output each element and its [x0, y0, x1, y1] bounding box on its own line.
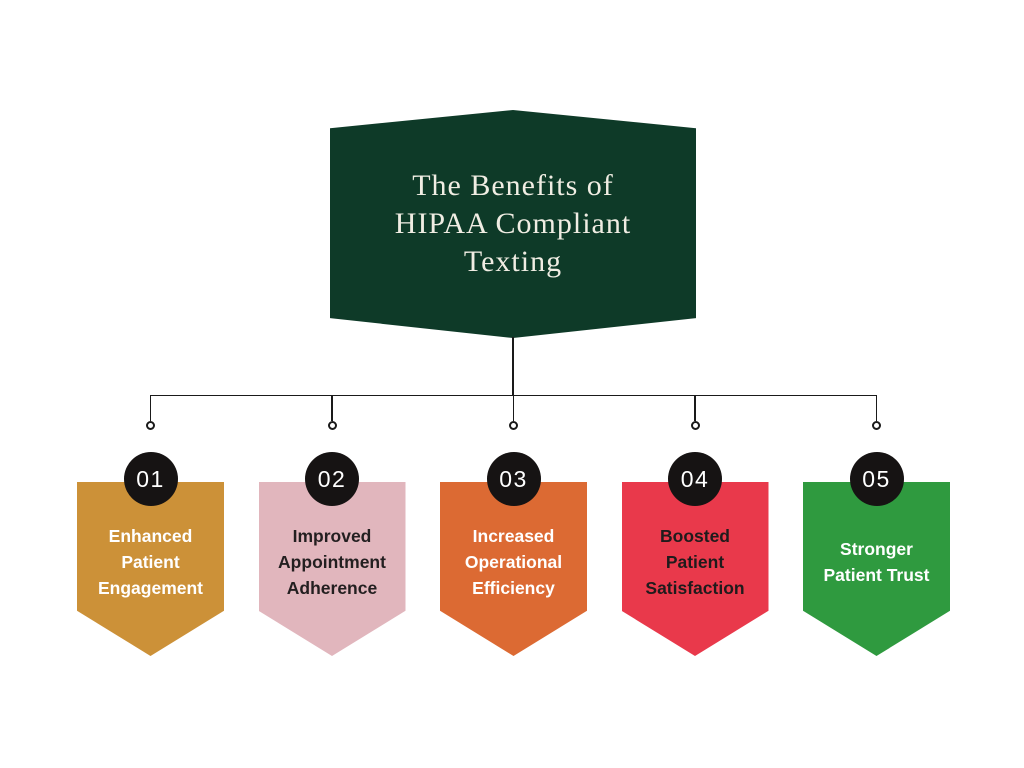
benefit-label-line: Efficiency	[472, 578, 555, 598]
benefit-label-line: Adherence	[286, 578, 378, 598]
connector-drop-line	[512, 395, 515, 421]
benefit-label-line: Appointment	[278, 552, 386, 572]
badge-number: 02	[317, 465, 347, 492]
benefit-label: Stronger Patient Trust	[811, 520, 942, 604]
connector-node-circle	[509, 421, 518, 430]
connector-node-circle	[690, 421, 700, 430]
badge-number: 01	[136, 465, 165, 492]
connector-drop-line	[149, 395, 152, 421]
connector-stem-line	[512, 337, 514, 395]
connector-node-circle	[872, 421, 881, 430]
title-banner-shape: The Benefits of HIPAA Compliant Texting	[330, 110, 696, 338]
connector-drop-line	[694, 395, 696, 421]
benefit-branch-1: 01 Enhanced Patient Engagement	[77, 395, 224, 665]
benefit-card-5: Stronger Patient Trust	[803, 482, 950, 656]
badge-number: 05	[862, 465, 891, 492]
number-badge-1: 01	[123, 452, 178, 506]
benefit-label-line: Increased	[472, 526, 555, 546]
benefit-label-line: Engagement	[97, 578, 204, 598]
title-line-2: HIPAA Compliant	[394, 207, 632, 240]
benefit-branch-4: 04 Boosted Patient Satisfaction	[621, 395, 769, 665]
page-title: The Benefits of HIPAA Compliant Texting	[395, 167, 631, 281]
benefit-card-1: Enhanced Patient Engagement	[77, 482, 224, 656]
number-badge-2: 02	[305, 452, 359, 506]
benefit-branch-3: 03 Increased Operational Efficiency	[440, 395, 587, 665]
benefit-label-line: Operational	[464, 552, 563, 572]
badge-number: 03	[499, 465, 528, 492]
benefit-label-line: Satisfaction	[645, 578, 745, 598]
benefit-label-line: Patient Trust	[823, 565, 930, 585]
benefit-label-line: Stronger	[840, 539, 913, 559]
number-badge-4: 04	[668, 452, 722, 506]
benefit-card-2: Improved Appointment Adherence	[258, 482, 406, 656]
benefit-card-3: Increased Operational Efficiency	[440, 482, 587, 656]
connector-drop-line	[875, 395, 878, 421]
connector-node-circle	[146, 421, 155, 430]
benefit-branch-2: 02 Improved Appointment Adherence	[258, 395, 406, 665]
number-badge-5: 05	[849, 452, 904, 506]
benefit-card-4: Boosted Patient Satisfaction	[621, 482, 769, 656]
badge-number: 04	[680, 465, 710, 492]
benefit-branch-5: 05 Stronger Patient Trust	[803, 395, 950, 665]
connector-drop-line	[331, 395, 333, 421]
benefit-label-line: Patient	[665, 552, 725, 572]
benefit-label-line: Patient	[121, 552, 180, 572]
benefit-label-line: Improved	[292, 526, 372, 546]
benefit-label: Improved Appointment Adherence	[267, 520, 398, 604]
title-line-1: The Benefits of	[412, 169, 614, 202]
benefit-label: Increased Operational Efficiency	[448, 520, 579, 604]
benefit-label: Enhanced Patient Engagement	[85, 520, 216, 604]
benefit-label: Boosted Patient Satisfaction	[630, 520, 761, 604]
title-line-3: Texting	[463, 245, 563, 278]
number-badge-3: 03	[486, 452, 541, 506]
benefit-label-line: Enhanced	[108, 526, 193, 546]
connector-node-circle	[327, 421, 337, 430]
benefit-label-line: Boosted	[660, 526, 730, 546]
